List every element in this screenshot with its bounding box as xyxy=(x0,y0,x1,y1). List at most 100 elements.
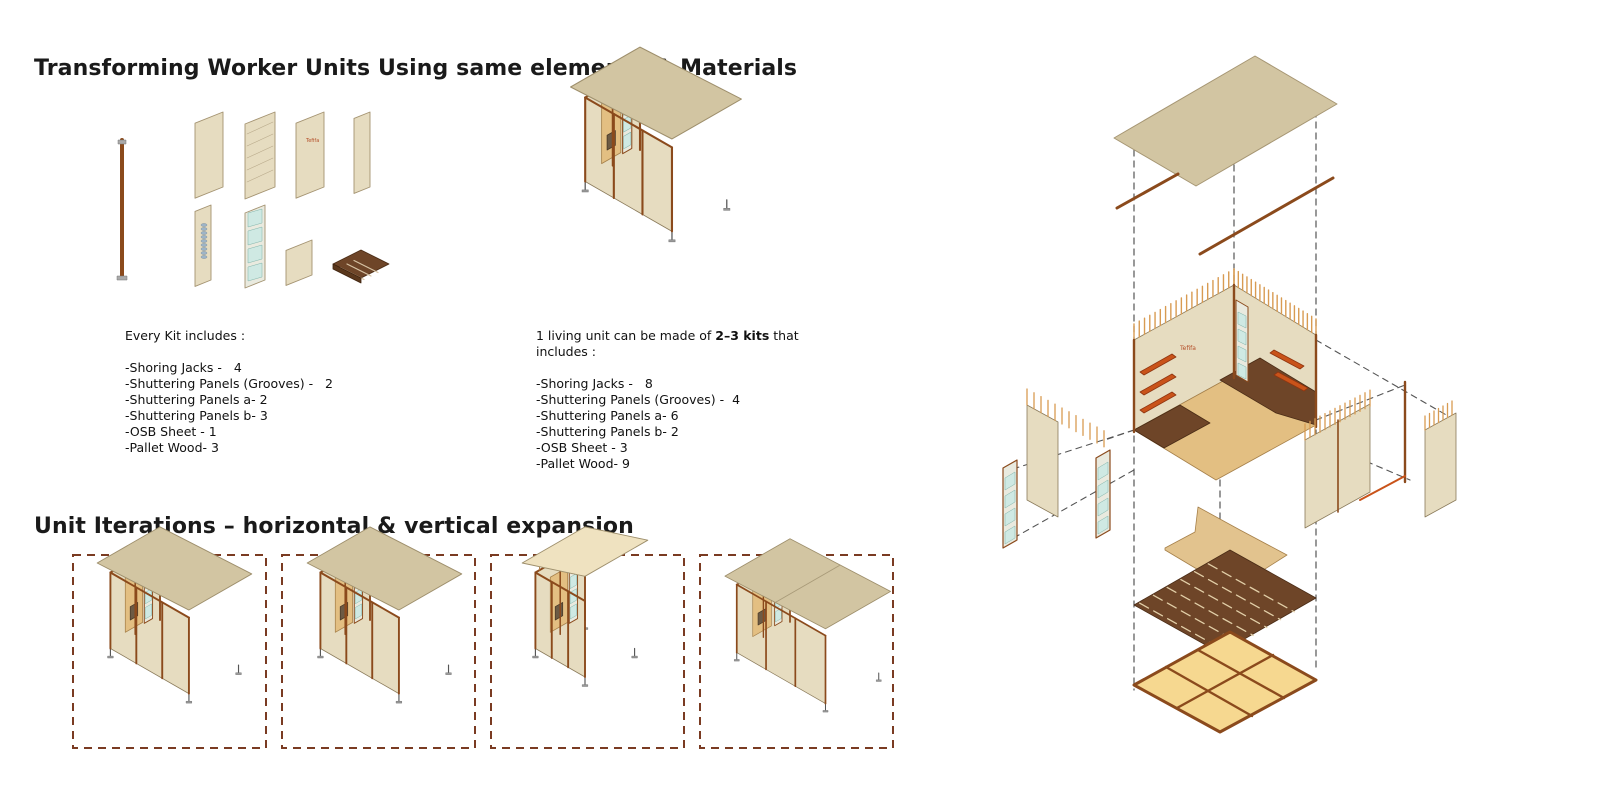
section-title-iterations: Unit Iterations – horizontal & vertical … xyxy=(34,514,634,539)
shelf xyxy=(1273,371,1309,392)
iteration-4-unit xyxy=(724,538,891,713)
unit-item: -Pallet Wood- 9 xyxy=(536,456,630,471)
iteration-1-unit xyxy=(96,526,253,704)
panel-label: Tefifa xyxy=(305,138,319,144)
shuttering-panel-grooves xyxy=(244,111,276,200)
window-glass xyxy=(1237,345,1247,363)
hook-pin xyxy=(200,235,208,239)
roof xyxy=(96,526,253,611)
window-glass xyxy=(247,208,263,228)
shelf xyxy=(1139,353,1177,376)
beam xyxy=(1198,176,1335,256)
roof xyxy=(521,526,649,577)
kit-intro: Every Kit includes : xyxy=(125,328,246,343)
leg-foot xyxy=(395,700,403,704)
guide-line xyxy=(1315,339,1456,421)
exploded-view: Tefifa xyxy=(1002,55,1457,734)
beam xyxy=(1115,172,1180,210)
unit-contents-list: 1 living unit can be made of 2–3 kits th… xyxy=(536,328,806,472)
unit-item: -Shoring Jacks - 8 xyxy=(536,376,653,391)
pallet-side xyxy=(332,263,362,284)
window-glass xyxy=(1097,461,1109,481)
shuttering-panel-grooves xyxy=(244,111,276,200)
kit-item: -Shuttering Panels b- 3 xyxy=(125,408,268,423)
window-glass xyxy=(775,608,782,623)
kit-contents-list: Every Kit includes : -Shoring Jacks - 4 … xyxy=(125,328,333,456)
shuttering-panel-labeled xyxy=(295,111,325,199)
shuttering-panel-labeled: Tefifa xyxy=(295,111,325,199)
top-beam xyxy=(534,571,586,602)
window-glass xyxy=(1097,497,1109,517)
leg-foot xyxy=(107,655,114,659)
hook-pin xyxy=(200,251,208,255)
iteration-2-unit xyxy=(306,526,463,704)
window-glass xyxy=(623,131,632,150)
leg-foot xyxy=(235,672,242,675)
leg-foot xyxy=(631,655,638,659)
unit-intro: 1 living unit can be made of 2–3 kits th… xyxy=(536,328,806,360)
tie-beam xyxy=(1359,475,1406,501)
unit-item: -OSB Sheet - 3 xyxy=(536,440,628,455)
roof-ridge xyxy=(774,564,841,603)
unit-intro-suffix: that includes : xyxy=(536,328,799,359)
left-wall-panel xyxy=(1026,404,1059,518)
pallet-gap xyxy=(1180,578,1268,629)
groove xyxy=(246,121,274,135)
pallet-gap xyxy=(346,263,372,277)
shuttering-panel-a xyxy=(194,111,224,199)
window-glass xyxy=(1097,479,1109,499)
top-beam xyxy=(319,571,400,619)
top-beam xyxy=(109,571,190,619)
hook-pin xyxy=(200,247,208,251)
top-beam xyxy=(584,96,674,149)
pallet-gap xyxy=(353,259,379,274)
leg-foot xyxy=(445,672,452,675)
osb-sheet xyxy=(285,239,313,286)
groove xyxy=(246,169,274,183)
iteration-frame xyxy=(699,554,894,749)
window-glass xyxy=(144,603,152,620)
far-right-panel xyxy=(1424,412,1457,518)
window-glass xyxy=(354,603,362,620)
jack-top xyxy=(117,139,127,145)
base-grid-line xyxy=(1175,653,1275,710)
top-beam xyxy=(735,583,827,637)
deck-left xyxy=(1133,404,1211,449)
assembled-unit xyxy=(570,46,742,243)
window-panel xyxy=(244,204,266,289)
iteration-frame xyxy=(490,554,685,749)
kit-item: -OSB Sheet - 1 xyxy=(125,424,217,439)
hook-pin xyxy=(200,239,208,243)
unit-intro-prefix: 1 living unit can be made of xyxy=(536,328,716,343)
pallet-gap xyxy=(1193,571,1282,621)
hook-pin xyxy=(200,223,208,227)
shelf xyxy=(1269,349,1305,370)
kit-item: -Shuttering Panels (Grooves) - 2 xyxy=(125,376,333,391)
window-glass xyxy=(569,603,577,620)
unit-intro-kits: 2–3 kits xyxy=(715,328,770,343)
groove xyxy=(246,133,274,147)
hook-pin xyxy=(200,255,208,259)
roof xyxy=(306,526,463,611)
unit-item: -Shuttering Panels a- 6 xyxy=(536,408,679,423)
panel-label: Tefifa xyxy=(1179,345,1196,352)
leg-foot xyxy=(532,655,539,659)
groove xyxy=(246,157,274,171)
leg-foot xyxy=(875,679,882,682)
window-glass xyxy=(1237,362,1247,380)
window-glass xyxy=(247,262,263,282)
shelf xyxy=(1139,391,1177,414)
pallet-deck xyxy=(1133,549,1317,654)
roof xyxy=(570,46,742,140)
shuttering-panel-b xyxy=(353,111,371,194)
leg-foot xyxy=(317,655,324,659)
window-glass xyxy=(1237,311,1247,329)
hook-pin xyxy=(200,243,208,247)
kit-item: -Pallet Wood- 3 xyxy=(125,440,219,455)
pallet-gap xyxy=(1166,586,1254,637)
iteration-frame xyxy=(72,554,267,749)
kit-item: -Shoring Jacks - 4 xyxy=(125,360,242,375)
pallet-wood xyxy=(332,249,390,284)
leg-foot xyxy=(733,659,740,662)
